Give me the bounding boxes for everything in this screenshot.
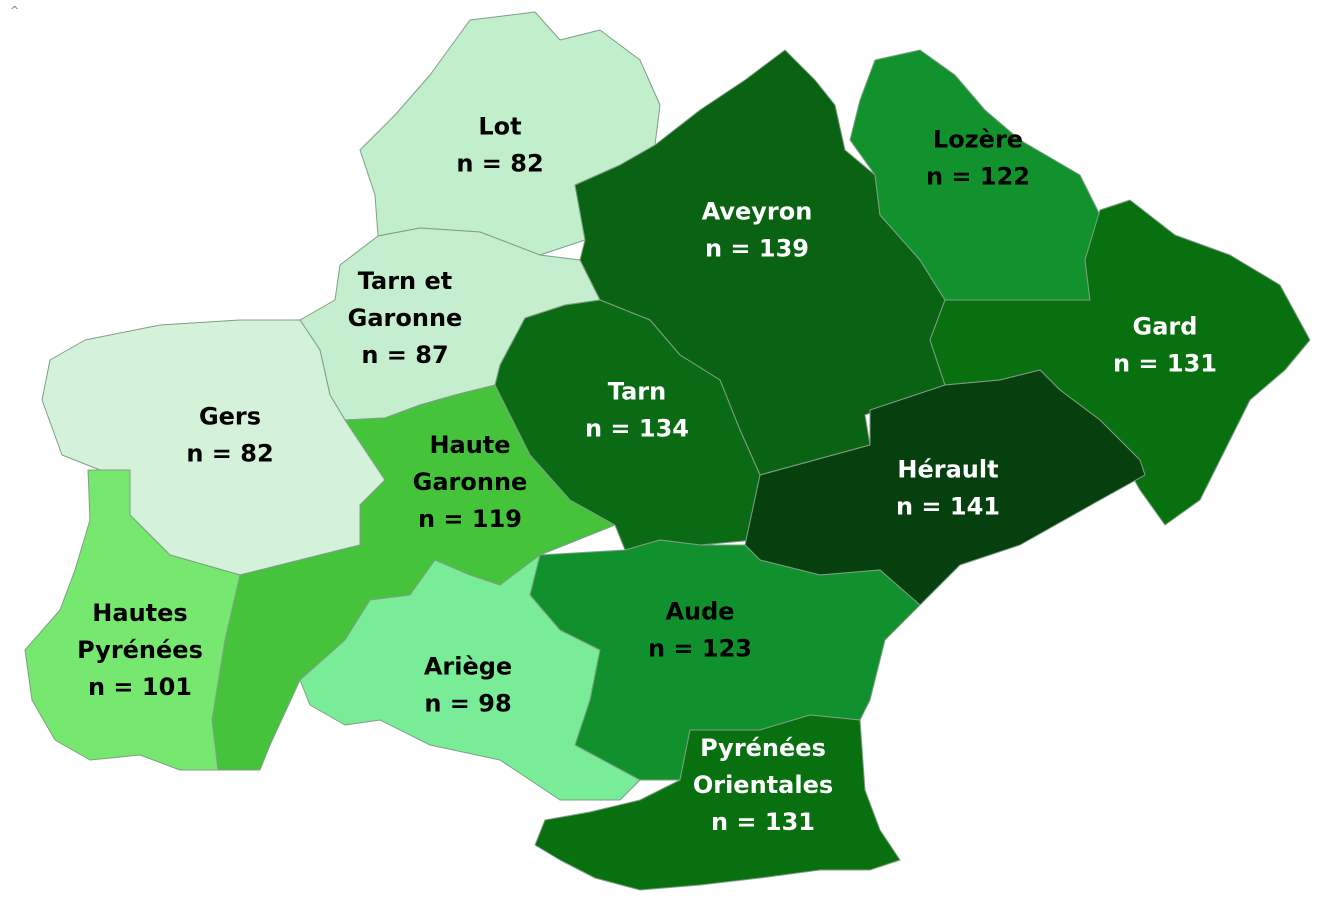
label-hautes-pyrenees-line-1: Pyrénées	[77, 636, 203, 664]
label-haute-garonne-line-2: n = 119	[418, 505, 522, 533]
label-lozere-line-1: n = 122	[926, 163, 1030, 191]
label-haute-garonne-line-1: Garonne	[413, 468, 528, 496]
label-aude-line-1: n = 123	[648, 635, 752, 663]
region-pyrenees-orientales[interactable]	[534, 714, 901, 891]
label-herault-line-0: Hérault	[897, 456, 998, 484]
label-pyrenees-orientales-line-0: Pyrénées	[700, 734, 826, 762]
label-lozere-line-0: Lozère	[933, 126, 1023, 154]
label-gers-line-0: Gers	[199, 403, 261, 431]
region-ariege[interactable]	[299, 554, 641, 801]
label-aude-line-0: Aude	[665, 598, 734, 626]
label-tarn-et-garonne-line-1: Garonne	[348, 304, 463, 332]
label-tarn-et-garonne-line-2: n = 87	[361, 341, 448, 369]
label-tarn-et-garonne-line-0: Tarn et	[358, 267, 453, 295]
label-pyrenees-orientales-line-1: Orientales	[693, 771, 833, 799]
label-ariege-line-0: Ariège	[424, 653, 512, 681]
label-aveyron-line-0: Aveyron	[702, 198, 813, 226]
label-gard-line-1: n = 131	[1113, 350, 1217, 378]
label-gard-line-0: Gard	[1133, 313, 1198, 341]
label-herault-line-1: n = 141	[896, 493, 1000, 521]
label-tarn-line-1: n = 134	[585, 415, 689, 443]
corner-mark: ^	[10, 4, 20, 17]
label-lot-line-1: n = 82	[456, 150, 543, 178]
label-gers-line-1: n = 82	[186, 440, 273, 468]
region-hautes-pyrenees[interactable]	[24, 469, 241, 771]
label-hautes-pyrenees-line-2: n = 101	[88, 673, 192, 701]
label-aveyron-line-1: n = 139	[705, 235, 809, 263]
label-lot-line-0: Lot	[478, 113, 521, 141]
region-gard[interactable]	[929, 199, 1311, 526]
label-hautes-pyrenees-line-0: Hautes	[92, 599, 187, 627]
label-tarn-line-0: Tarn	[608, 378, 666, 406]
label-haute-garonne-line-0: Haute	[429, 431, 510, 459]
label-ariege-line-1: n = 98	[424, 690, 511, 718]
label-pyrenees-orientales-line-2: n = 131	[711, 808, 815, 836]
